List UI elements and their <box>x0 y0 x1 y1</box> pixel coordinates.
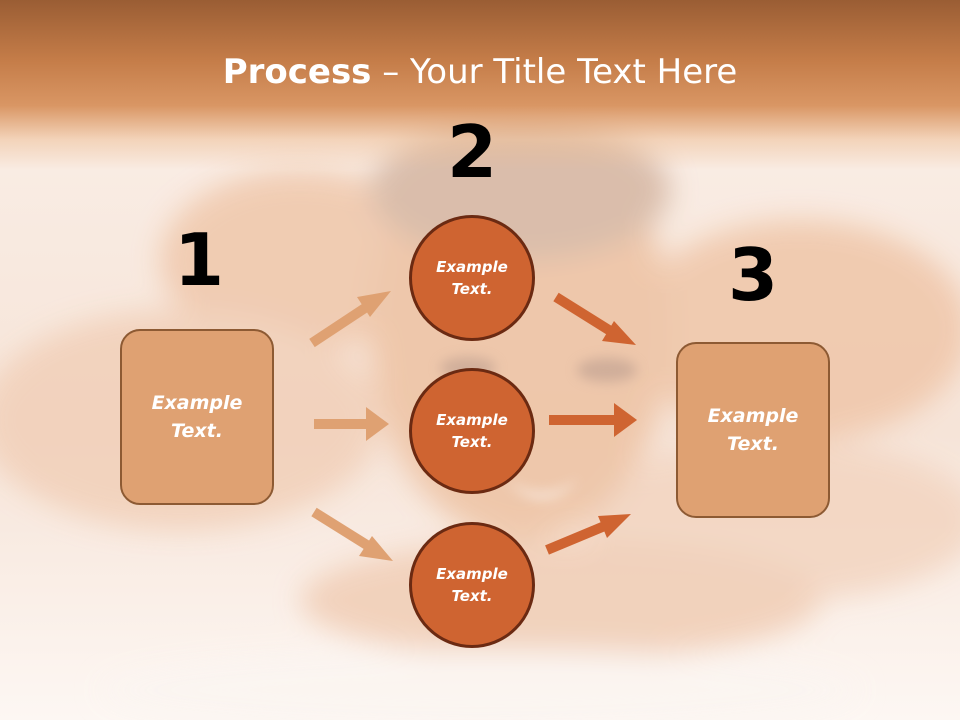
step-number-2: 2 <box>446 110 498 194</box>
arrow-1-to-middle <box>314 407 389 441</box>
step-2-circle-top: Example Text. <box>409 215 535 341</box>
step-3-box: Example Text. <box>676 342 830 518</box>
step-2-circle-bottom: Example Text. <box>409 522 535 648</box>
page-title: Process – Your Title Text Here <box>0 52 960 92</box>
step-3-text: Example Text. <box>707 404 799 456</box>
arrow-1-to-bottom <box>311 507 393 561</box>
header-band <box>0 0 960 170</box>
step-2-circle-middle: Example Text. <box>409 368 535 494</box>
arrow-1-to-top <box>309 291 391 348</box>
step-number-1: 1 <box>173 218 225 302</box>
circle-top-text: Example Text. <box>436 257 508 299</box>
arrow-top-to-3 <box>553 292 636 345</box>
circle-middle-text: Example Text. <box>436 410 508 452</box>
circle-bottom-text: Example Text. <box>436 564 508 606</box>
title-rest: – Your Title Text Here <box>371 52 738 92</box>
arrow-bottom-to-3 <box>545 514 631 555</box>
step-number-3: 3 <box>727 233 779 317</box>
title-bold: Process <box>222 52 372 92</box>
step-1-box: Example Text. <box>120 329 274 505</box>
step-1-text: Example Text. <box>151 391 243 443</box>
arrow-middle-to-3 <box>549 403 637 437</box>
